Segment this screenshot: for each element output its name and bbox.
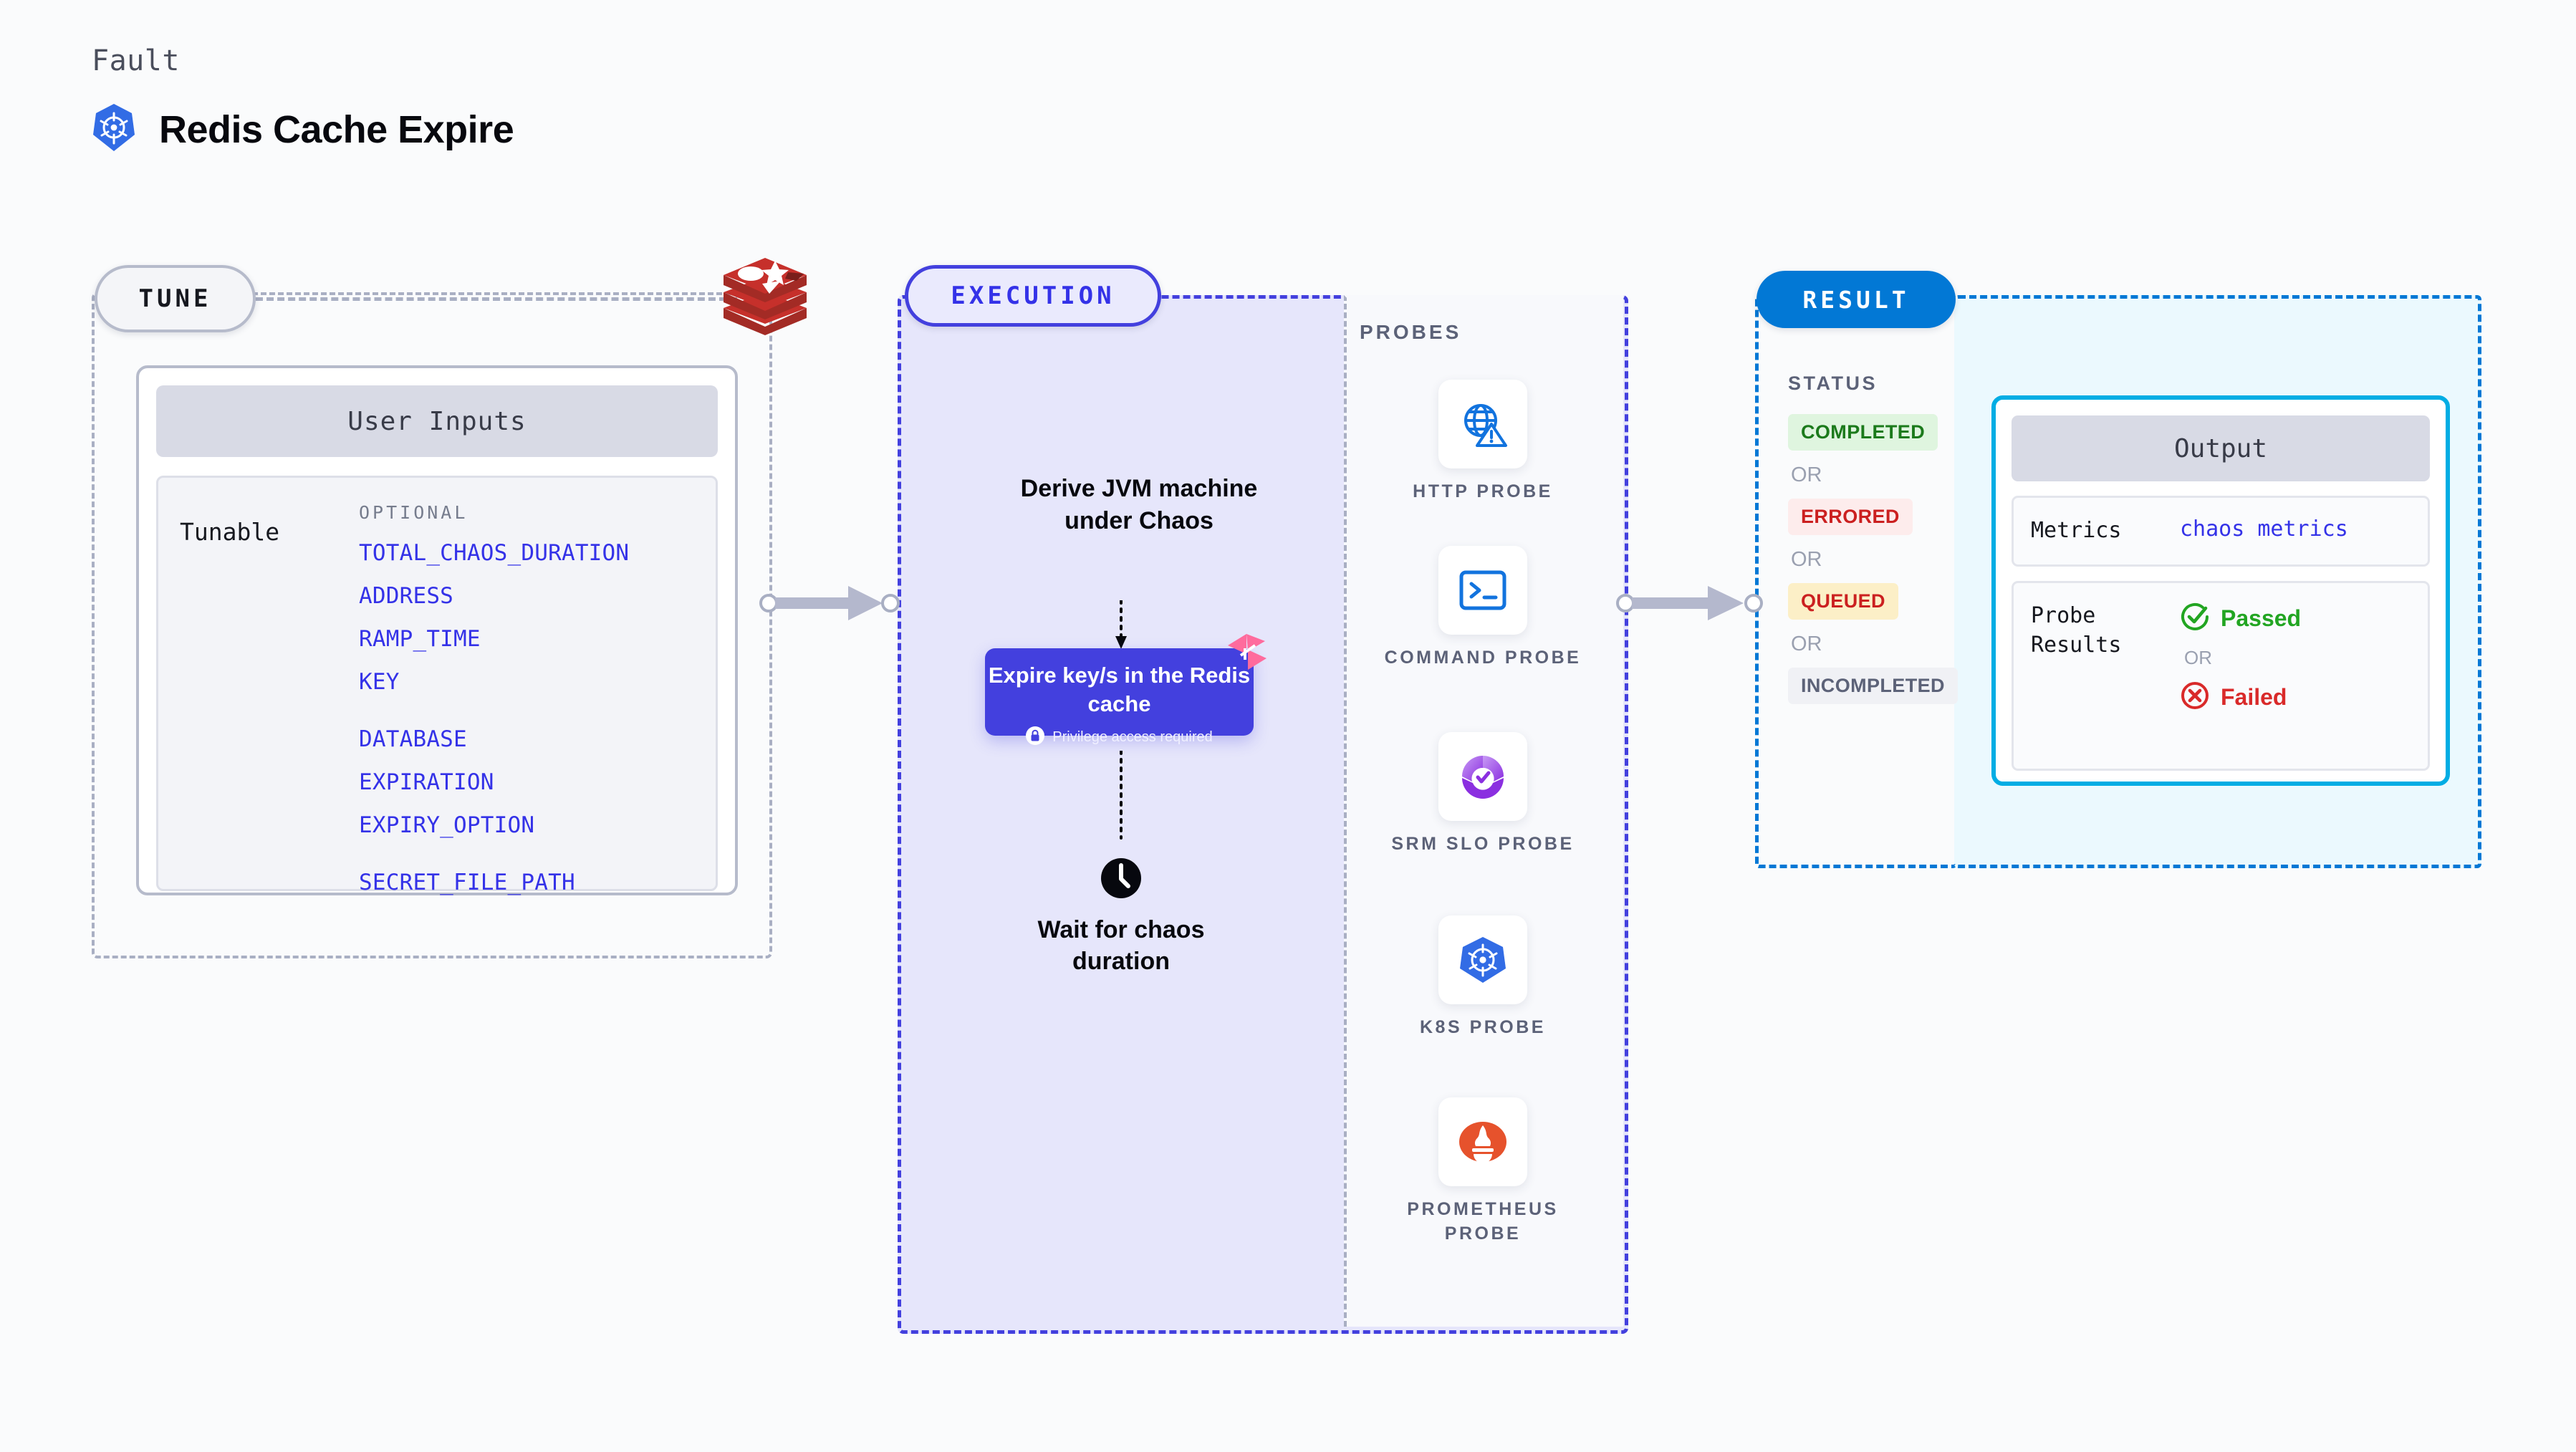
connector-tune-to-execution <box>759 582 903 628</box>
privilege-text: Privilege access required <box>1052 729 1213 745</box>
tunable-item-address[interactable]: ADDRESS <box>359 583 454 609</box>
status-or-3: OR <box>1791 633 1822 655</box>
user-inputs-card: User Inputs Tunable OPTIONAL TOTAL_CHAOS… <box>136 365 738 895</box>
tunable-item-expiration[interactable]: EXPIRATION <box>359 769 494 795</box>
kubernetes-helm-icon <box>92 103 136 155</box>
tune-stage-badge[interactable]: TUNE <box>95 265 256 332</box>
wait-step-text: Wait for chaos duration <box>1037 916 1205 976</box>
page-eyebrow: Fault <box>92 44 180 77</box>
execution-stage-badge[interactable]: EXECUTION <box>905 265 1161 327</box>
x-circle-icon <box>2180 681 2210 714</box>
status-badge-incompleted: INCOMPLETED <box>1788 668 1958 704</box>
kubernetes-helm-icon <box>1438 915 1527 1004</box>
title-row: Redis Cache Expire <box>92 103 514 155</box>
result-stage-badge[interactable]: RESULT <box>1756 271 1956 328</box>
status-title: STATUS <box>1788 372 1878 394</box>
chaos-action-card[interactable]: Expire key/s in the Redis cache Privileg… <box>985 634 1267 745</box>
harness-logo-icon <box>1225 631 1269 676</box>
status-list: COMPLETED OR ERRORED OR QUEUED OR INCOMP… <box>1788 414 1958 704</box>
probe-command-label: COMMAND PROBE <box>1384 648 1582 668</box>
status-badge-queued: QUEUED <box>1788 583 1898 620</box>
page-header: Fault Redis Cache Expire <box>92 44 514 155</box>
probe-results-values: Passed OR Failed <box>2180 602 2301 750</box>
status-badge-completed: COMPLETED <box>1788 414 1938 451</box>
tunable-item-database[interactable]: DATABASE <box>359 726 467 752</box>
failed-label: Failed <box>2221 683 2287 710</box>
derive-step-text: Derive JVM machine under Chaos <box>1020 475 1258 534</box>
tune-connector-line <box>256 297 737 301</box>
probe-prometheus[interactable]: PROMETHEUS PROBE <box>1375 1097 1590 1246</box>
probes-title: PROBES <box>1360 321 1462 343</box>
clock-icon <box>1099 858 1143 903</box>
check-circle-icon <box>2180 602 2210 635</box>
metrics-label: Metrics <box>2031 518 2122 543</box>
page-title: Redis Cache Expire <box>159 107 514 151</box>
arrow-chaos-to-wait <box>1112 749 1130 847</box>
probe-srm-slo-label: SRM SLO PROBE <box>1391 834 1575 854</box>
probe-result-or: OR <box>2184 646 2212 668</box>
lock-icon <box>1026 726 1045 749</box>
probe-k8s[interactable]: K8S PROBE <box>1375 915 1590 1040</box>
status-or-2: OR <box>1791 548 1822 571</box>
probe-command[interactable]: COMMAND PROBE <box>1375 546 1590 670</box>
passed-label: Passed <box>2221 605 2302 631</box>
metrics-value[interactable]: chaos metrics <box>2180 516 2348 542</box>
status-badge-errored: ERRORED <box>1788 499 1913 535</box>
probe-prometheus-label: PROMETHEUS PROBE <box>1407 1199 1559 1244</box>
user-inputs-title: User Inputs <box>156 385 718 457</box>
privilege-notice: Privilege access required <box>985 726 1254 749</box>
status-or-1: OR <box>1791 463 1822 486</box>
tunable-item-key[interactable]: KEY <box>359 669 400 695</box>
probe-http-label: HTTP PROBE <box>1413 481 1553 501</box>
output-title: Output <box>2012 415 2430 481</box>
tunable-box: Tunable OPTIONAL TOTAL_CHAOS_DURATION AD… <box>156 476 718 895</box>
chaos-action-title: Expire key/s in the Redis cache <box>988 663 1251 717</box>
tunable-item-ramp-time[interactable]: RAMP_TIME <box>359 626 481 652</box>
tunable-list: OPTIONAL TOTAL_CHAOS_DURATION ADDRESS RA… <box>359 502 701 895</box>
probe-results-label: Probe Results <box>2031 602 2122 658</box>
connector-execution-to-result <box>1616 582 1767 628</box>
probe-srm-slo[interactable]: SRM SLO PROBE <box>1375 732 1590 857</box>
probe-result-passed: Passed <box>2180 602 2301 635</box>
metrics-row: Metrics chaos metrics <box>2012 496 2430 567</box>
srm-slo-check-icon <box>1438 732 1527 821</box>
output-card: Output Metrics chaos metrics Probe Resul… <box>1991 395 2450 786</box>
tunable-item-expiry-option[interactable]: EXPIRY_OPTION <box>359 812 535 838</box>
globe-warning-icon <box>1438 380 1527 468</box>
tunable-item-secret-file-path[interactable]: SECRET_FILE_PATH <box>359 870 575 895</box>
optional-label: OPTIONAL <box>359 502 468 523</box>
terminal-icon <box>1438 546 1527 635</box>
probe-http[interactable]: HTTP PROBE <box>1375 380 1590 504</box>
wait-step: Wait for chaos duration <box>1032 856 1211 977</box>
probe-k8s-label: K8S PROBE <box>1420 1017 1546 1037</box>
redis-logo-icon <box>716 252 814 335</box>
tunable-label: Tunable <box>180 518 280 546</box>
tunable-item-total-chaos-duration[interactable]: TOTAL_CHAOS_DURATION <box>359 540 630 566</box>
prometheus-torch-icon <box>1438 1097 1527 1186</box>
probe-result-failed: Failed <box>2180 681 2301 714</box>
probe-results-row: Probe Results Passed OR <box>2012 580 2430 771</box>
arrow-derive-to-chaos <box>1112 599 1130 654</box>
